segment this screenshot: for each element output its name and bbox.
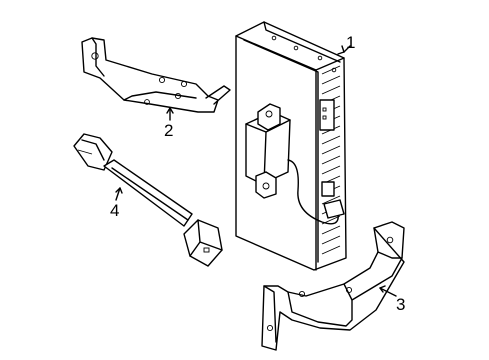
mounting-bracket-part — [81, 37, 231, 113]
callout-2: 2 — [164, 121, 173, 140]
callout-1: 1 — [346, 33, 355, 52]
support-bracket-part — [261, 221, 405, 351]
control-module-part — [235, 21, 347, 271]
callout-3: 3 — [396, 295, 405, 314]
wire-harness-connector-part — [73, 133, 223, 267]
callout-4: 4 — [110, 201, 119, 220]
callout-leaders — [115, 45, 397, 297]
